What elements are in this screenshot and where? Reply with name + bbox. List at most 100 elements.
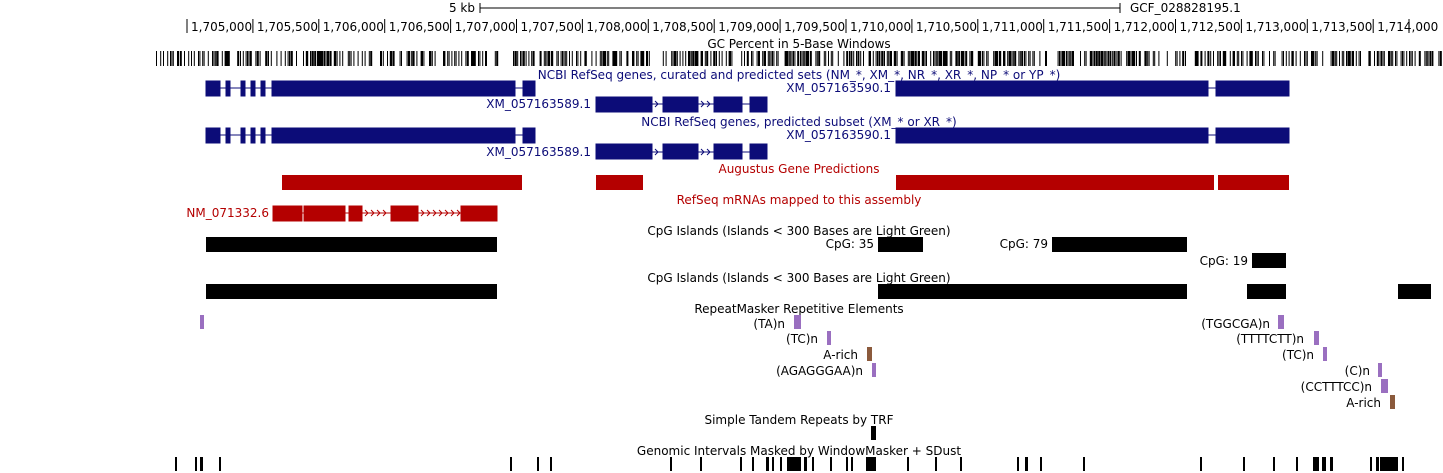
masked-interval[interactable] <box>866 457 876 471</box>
exon[interactable] <box>205 127 221 144</box>
exon[interactable] <box>595 143 653 160</box>
exon[interactable] <box>260 127 266 144</box>
masked-interval[interactable] <box>1330 457 1333 471</box>
cpg-island[interactable] <box>1247 284 1286 299</box>
augustus-gene[interactable] <box>1218 175 1289 190</box>
exon[interactable] <box>713 143 743 160</box>
exon[interactable] <box>240 80 246 97</box>
exon[interactable] <box>272 205 303 222</box>
masked-interval[interactable] <box>219 457 221 471</box>
masked-interval[interactable] <box>1376 457 1379 471</box>
gc-percent-track[interactable] <box>156 51 1442 66</box>
exon[interactable] <box>749 96 768 113</box>
masked-interval[interactable] <box>830 457 832 471</box>
tandem-repeat[interactable] <box>871 426 876 440</box>
masked-interval[interactable] <box>1200 457 1202 471</box>
exon[interactable] <box>749 143 768 160</box>
masked-interval[interactable] <box>1296 457 1298 471</box>
exon[interactable] <box>522 127 536 144</box>
augustus-gene[interactable] <box>896 175 1214 190</box>
masked-interval[interactable] <box>1025 457 1028 471</box>
masked-interval[interactable] <box>510 457 512 471</box>
refseq-predicted-gene-right[interactable]: XM_057163590.1 <box>786 128 891 142</box>
refseq-predicted-gene-left[interactable]: XM_057163589.1 <box>486 145 591 159</box>
cpg-island[interactable] <box>206 284 497 299</box>
exon[interactable] <box>225 127 231 144</box>
repeat-element[interactable] <box>794 315 801 329</box>
cpg-island[interactable] <box>878 284 1187 299</box>
masked-interval[interactable] <box>670 457 672 471</box>
masked-interval[interactable] <box>851 457 853 471</box>
masked-interval[interactable] <box>1040 457 1042 471</box>
masked-interval[interactable] <box>1243 457 1245 471</box>
masked-interval[interactable] <box>1402 457 1404 471</box>
masked-interval[interactable] <box>766 457 769 471</box>
exon[interactable] <box>250 127 256 144</box>
exon[interactable] <box>662 143 699 160</box>
cpg2-track[interactable] <box>206 284 1431 299</box>
masked-interval[interactable] <box>700 457 702 471</box>
masked-interval[interactable] <box>1083 457 1085 471</box>
cpg-island[interactable] <box>878 237 923 252</box>
cpg1-track[interactable]: CpG: 35 CpG: 79 CpG: 19 <box>206 237 1286 268</box>
windowmasker-track[interactable] <box>175 457 1404 471</box>
trf-track[interactable] <box>871 426 876 440</box>
refseq-predicted-track[interactable]: XM_057163590.1 XM_057163589.1 <box>205 127 1290 160</box>
exon[interactable] <box>522 80 536 97</box>
repeat-element[interactable] <box>1314 331 1319 345</box>
masked-interval[interactable] <box>537 457 539 471</box>
exon[interactable] <box>713 96 743 113</box>
masked-interval[interactable] <box>1313 457 1319 471</box>
masked-interval[interactable] <box>960 457 962 471</box>
exon[interactable] <box>271 80 516 97</box>
exon[interactable] <box>390 205 419 222</box>
exon[interactable] <box>260 80 266 97</box>
masked-interval[interactable] <box>1017 457 1019 471</box>
exon[interactable] <box>303 205 346 222</box>
exon[interactable] <box>240 127 246 144</box>
exon[interactable] <box>271 127 516 144</box>
masked-interval[interactable] <box>935 457 937 471</box>
refseq-all-gene-left[interactable]: XM_057163589.1 <box>486 97 591 111</box>
repeat-element[interactable] <box>1378 363 1382 377</box>
cpg-island[interactable] <box>206 237 497 252</box>
masked-interval[interactable] <box>772 457 774 471</box>
masked-interval[interactable] <box>907 457 909 471</box>
exon[interactable] <box>595 96 653 113</box>
refseq-all-track[interactable]: XM_057163590.1 XM_057163589.1 <box>205 80 1290 113</box>
exon[interactable] <box>460 205 498 222</box>
repeat-element[interactable] <box>872 363 876 377</box>
refseq-mrna-gene[interactable]: NM_071332.6 <box>186 206 269 220</box>
masked-interval[interactable] <box>804 457 807 471</box>
repeat-element[interactable] <box>827 331 831 345</box>
masked-interval[interactable] <box>200 457 203 471</box>
masked-interval[interactable] <box>740 457 742 471</box>
masked-interval[interactable] <box>175 457 177 471</box>
repeat-element[interactable] <box>1381 379 1388 393</box>
exon[interactable] <box>1215 80 1290 97</box>
augustus-gene[interactable] <box>596 175 643 190</box>
exon[interactable] <box>250 80 256 97</box>
masked-interval[interactable] <box>752 457 754 471</box>
repeatmasker-track[interactable]: (TA)n (TC)n A-rich (AGAGGGAA)n (TGGCGA)n… <box>200 315 1395 410</box>
refseq-all-gene-right[interactable]: XM_057163590.1 <box>786 81 891 95</box>
masked-interval[interactable] <box>780 457 782 471</box>
masked-interval[interactable] <box>1322 457 1326 471</box>
masked-interval[interactable] <box>1370 457 1372 471</box>
masked-interval[interactable] <box>195 457 197 471</box>
cpg-island[interactable] <box>1052 237 1187 252</box>
exon[interactable] <box>895 80 1209 97</box>
masked-interval[interactable] <box>550 457 552 471</box>
augustus-track[interactable] <box>282 175 1289 190</box>
cpg-island[interactable] <box>1398 284 1431 299</box>
repeat-element[interactable] <box>1278 315 1284 329</box>
repeat-element[interactable] <box>1323 347 1327 361</box>
repeat-element[interactable] <box>200 315 204 329</box>
masked-interval[interactable] <box>787 457 801 471</box>
augustus-gene[interactable] <box>282 175 522 190</box>
repeat-element[interactable] <box>1390 395 1395 409</box>
masked-interval[interactable] <box>1380 457 1398 471</box>
exon[interactable] <box>205 80 221 97</box>
